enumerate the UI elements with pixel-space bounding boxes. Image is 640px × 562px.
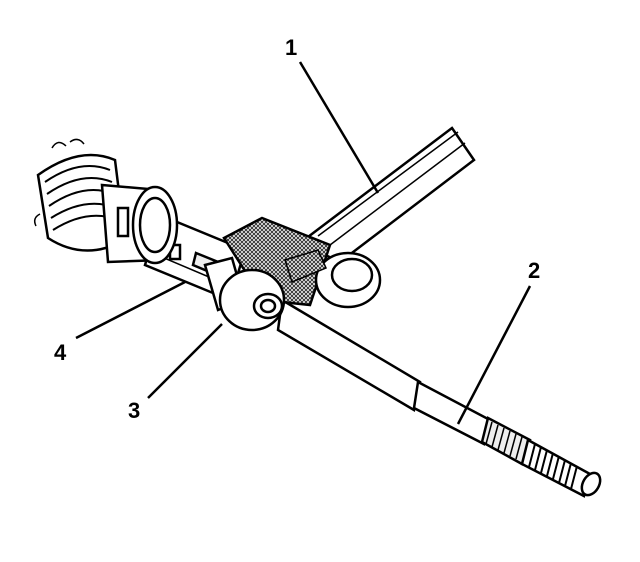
callout-3: 3 xyxy=(128,398,140,423)
callout-4: 4 xyxy=(54,340,67,365)
callout-1: 1 xyxy=(285,35,297,60)
leader-lines xyxy=(75,61,532,425)
callout-2: 2 xyxy=(528,258,540,283)
housing-assembly xyxy=(33,138,179,265)
leader-line-1 xyxy=(298,61,380,194)
leader-line-4 xyxy=(75,280,186,340)
leader-line-3 xyxy=(147,323,223,399)
shaft-assembly-2 xyxy=(276,297,602,498)
wrench-3 xyxy=(203,216,382,332)
tool-handle-1 xyxy=(297,126,476,264)
leader-line-2 xyxy=(456,285,532,425)
